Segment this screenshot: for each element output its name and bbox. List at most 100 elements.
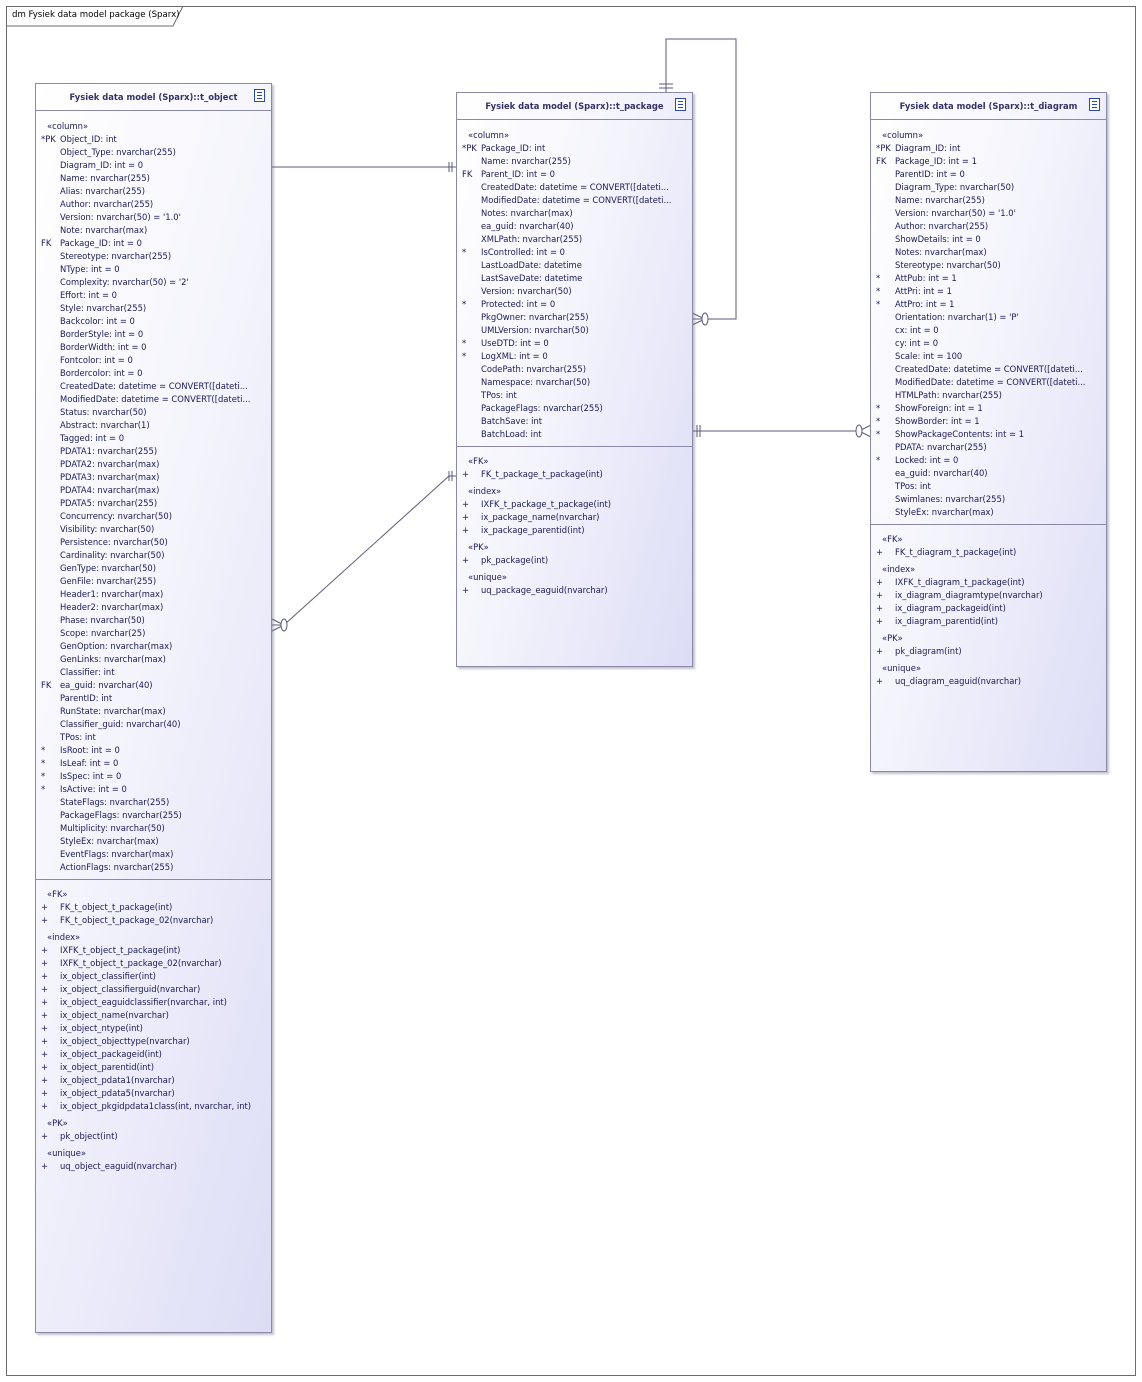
table-operation-row[interactable]: +IXFK_t_diagram_t_package(int) <box>871 576 1106 589</box>
table-column-row[interactable]: ParentID: int <box>36 692 271 705</box>
table-column-row[interactable]: Fontcolor: int = 0 <box>36 354 271 367</box>
table-column-row[interactable]: Notes: nvarchar(max) <box>457 207 692 220</box>
table-operation-row[interactable]: +ix_object_pdata5(nvarchar) <box>36 1087 271 1100</box>
table-column-row[interactable]: BorderWidth: int = 0 <box>36 341 271 354</box>
table-column-row[interactable]: StateFlags: nvarchar(255) <box>36 796 271 809</box>
table-operation-row[interactable]: +IXFK_t_object_t_package_02(nvarchar) <box>36 957 271 970</box>
table-column-row[interactable]: ModifiedDate: datetime = CONVERT([dateti… <box>36 393 271 406</box>
table-column-row[interactable]: TPos: int <box>871 480 1106 493</box>
table-column-row[interactable]: Alias: nvarchar(255) <box>36 185 271 198</box>
table-column-row[interactable]: Phase: nvarchar(50) <box>36 614 271 627</box>
table-column-row[interactable]: ActionFlags: nvarchar(255) <box>36 861 271 874</box>
table-column-row[interactable]: NType: int = 0 <box>36 263 271 276</box>
table-operation-row[interactable]: +pk_package(int) <box>457 554 692 567</box>
table-column-row[interactable]: Notes: nvarchar(max) <box>871 246 1106 259</box>
table-column-row[interactable]: Author: nvarchar(255) <box>36 198 271 211</box>
table-column-row[interactable]: Object_Type: nvarchar(255) <box>36 146 271 159</box>
table-operation-row[interactable]: +ix_object_eaguidclassifier(nvarchar, in… <box>36 996 271 1009</box>
relation-package-self[interactable] <box>659 38 737 326</box>
table-column-row[interactable]: Classifier_guid: nvarchar(40) <box>36 718 271 731</box>
table-column-row[interactable]: Diagram_ID: int = 0 <box>36 159 271 172</box>
table-column-row[interactable]: StyleEx: nvarchar(max) <box>871 506 1106 519</box>
table-operation-row[interactable]: +ix_package_name(nvarchar) <box>457 511 692 524</box>
table-column-row[interactable]: GenType: nvarchar(50) <box>36 562 271 575</box>
table-operation-row[interactable]: +uq_diagram_eaguid(nvarchar) <box>871 675 1106 688</box>
table-column-row[interactable]: CodePath: nvarchar(255) <box>457 363 692 376</box>
table-column-row[interactable]: Version: nvarchar(50) = '1.0' <box>871 207 1106 220</box>
table-operation-row[interactable]: +FK_t_package_t_package(int) <box>457 468 692 481</box>
table-t-package[interactable]: Fysiek data model (Sparx)::t_package «co… <box>456 92 693 667</box>
table-column-row[interactable]: GenFile: nvarchar(255) <box>36 575 271 588</box>
table-column-row[interactable]: Abstract: nvarchar(1) <box>36 419 271 432</box>
table-column-row[interactable]: ParentID: int = 0 <box>871 168 1106 181</box>
table-column-row[interactable]: Name: nvarchar(255) <box>36 172 271 185</box>
table-column-row[interactable]: *AttPro: int = 1 <box>871 298 1106 311</box>
table-operation-row[interactable]: +ix_object_pdata1(nvarchar) <box>36 1074 271 1087</box>
table-operation-row[interactable]: +ix_object_classifierguid(nvarchar) <box>36 983 271 996</box>
table-column-row[interactable]: BatchLoad: int <box>457 428 692 441</box>
table-operation-row[interactable]: +IXFK_t_package_t_package(int) <box>457 498 692 511</box>
table-column-row[interactable]: Header2: nvarchar(max) <box>36 601 271 614</box>
table-column-row[interactable]: Scope: nvarchar(25) <box>36 627 271 640</box>
table-column-row[interactable]: CreatedDate: datetime = CONVERT([dateti.… <box>36 380 271 393</box>
table-operation-row[interactable]: +ix_object_classifier(int) <box>36 970 271 983</box>
table-operation-row[interactable]: +FK_t_object_t_package(int) <box>36 901 271 914</box>
table-column-row[interactable]: *LogXML: int = 0 <box>457 350 692 363</box>
table-column-row[interactable]: LastLoadDate: datetime <box>457 259 692 272</box>
table-column-row[interactable]: Bordercolor: int = 0 <box>36 367 271 380</box>
table-column-row[interactable]: PkgOwner: nvarchar(255) <box>457 311 692 324</box>
table-column-row[interactable]: UMLVersion: nvarchar(50) <box>457 324 692 337</box>
table-column-row[interactable]: *IsRoot: int = 0 <box>36 744 271 757</box>
table-column-row[interactable]: HTMLPath: nvarchar(255) <box>871 389 1106 402</box>
table-column-row[interactable]: *AttPri: int = 1 <box>871 285 1106 298</box>
table-column-row[interactable]: Status: nvarchar(50) <box>36 406 271 419</box>
table-column-row[interactable]: Version: nvarchar(50) <box>457 285 692 298</box>
table-column-row[interactable]: *IsActive: int = 0 <box>36 783 271 796</box>
table-column-row[interactable]: *Locked: int = 0 <box>871 454 1106 467</box>
table-column-row[interactable]: RunState: nvarchar(max) <box>36 705 271 718</box>
table-column-row[interactable]: Concurrency: nvarchar(50) <box>36 510 271 523</box>
relation-package-diagram[interactable] <box>693 424 872 438</box>
table-column-row[interactable]: StyleEx: nvarchar(max) <box>36 835 271 848</box>
table-column-row[interactable]: Name: nvarchar(255) <box>457 155 692 168</box>
table-column-row[interactable]: *ShowPackageContents: int = 1 <box>871 428 1106 441</box>
table-column-row[interactable]: Tagged: int = 0 <box>36 432 271 445</box>
table-operation-row[interactable]: +pk_object(int) <box>36 1130 271 1143</box>
table-column-row[interactable]: Version: nvarchar(50) = '1.0' <box>36 211 271 224</box>
table-column-row[interactable]: PDATA1: nvarchar(255) <box>36 445 271 458</box>
table-column-row[interactable]: Namespace: nvarchar(50) <box>457 376 692 389</box>
table-column-row[interactable]: EventFlags: nvarchar(max) <box>36 848 271 861</box>
table-column-row[interactable]: Cardinality: nvarchar(50) <box>36 549 271 562</box>
table-operation-row[interactable]: +FK_t_diagram_t_package(int) <box>871 546 1106 559</box>
table-operation-row[interactable]: +uq_object_eaguid(nvarchar) <box>36 1160 271 1173</box>
table-column-row[interactable]: Orientation: nvarchar(1) = 'P' <box>871 311 1106 324</box>
table-column-row[interactable]: PackageFlags: nvarchar(255) <box>36 809 271 822</box>
table-column-row[interactable]: cx: int = 0 <box>871 324 1106 337</box>
table-column-row[interactable]: *IsControlled: int = 0 <box>457 246 692 259</box>
table-operation-row[interactable]: +ix_diagram_diagramtype(nvarchar) <box>871 589 1106 602</box>
table-operation-row[interactable]: +ix_object_pkgidpdata1class(int, nvarcha… <box>36 1100 271 1113</box>
table-operation-row[interactable]: +ix_package_parentid(int) <box>457 524 692 537</box>
table-operation-row[interactable]: +ix_object_ntype(int) <box>36 1022 271 1035</box>
table-operation-row[interactable]: +ix_diagram_parentid(int) <box>871 615 1106 628</box>
table-operation-row[interactable]: +FK_t_object_t_package_02(nvarchar) <box>36 914 271 927</box>
table-column-row[interactable]: Effort: int = 0 <box>36 289 271 302</box>
table-column-row[interactable]: PackageFlags: nvarchar(255) <box>457 402 692 415</box>
table-operation-row[interactable]: +ix_diagram_packageid(int) <box>871 602 1106 615</box>
table-column-row[interactable]: Classifier: int <box>36 666 271 679</box>
table-column-row[interactable]: Note: nvarchar(max) <box>36 224 271 237</box>
table-column-row[interactable]: LastSaveDate: datetime <box>457 272 692 285</box>
table-column-row[interactable]: GenLinks: nvarchar(max) <box>36 653 271 666</box>
table-operation-row[interactable]: +IXFK_t_object_t_package(int) <box>36 944 271 957</box>
table-column-row[interactable]: CreatedDate: datetime = CONVERT([dateti.… <box>871 363 1106 376</box>
table-operation-row[interactable]: +pk_diagram(int) <box>871 645 1106 658</box>
table-column-row[interactable]: *AttPub: int = 1 <box>871 272 1106 285</box>
table-column-row[interactable]: Stereotype: nvarchar(50) <box>871 259 1106 272</box>
